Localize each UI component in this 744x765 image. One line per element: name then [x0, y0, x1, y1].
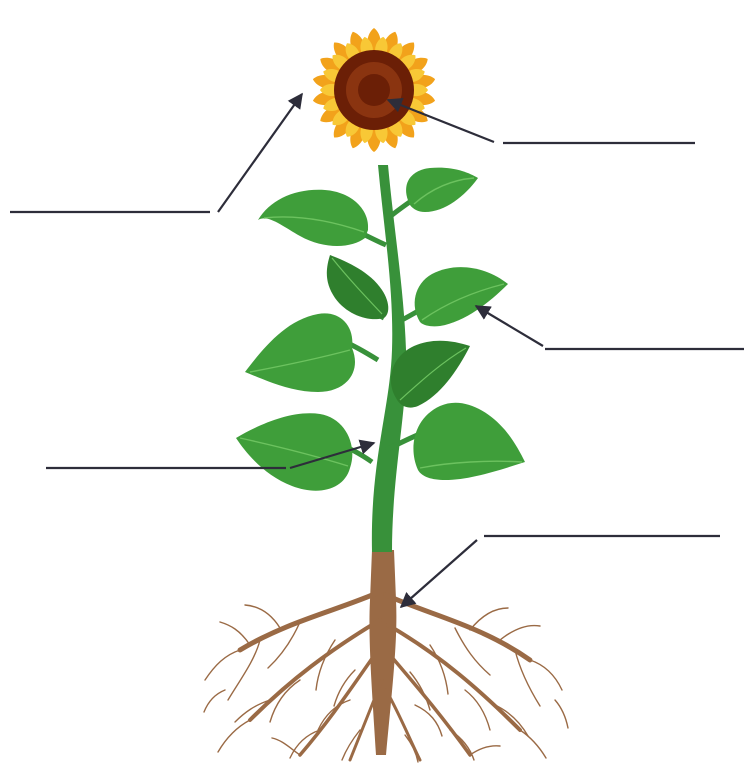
leaf-top-right — [406, 168, 478, 212]
root-system-icon — [204, 550, 568, 762]
leaf-mid-left-upper — [327, 255, 388, 319]
leaf-mid-left-lower — [245, 313, 355, 392]
leaf-bottom-left — [236, 413, 352, 490]
leaf-top-left — [258, 190, 368, 246]
arrow-to-petals — [218, 94, 302, 212]
sunflower-icon — [312, 28, 436, 152]
leaf-bottom-right — [413, 403, 525, 480]
arrow-to-root — [401, 540, 477, 607]
arrow-to-leaf — [476, 306, 543, 346]
